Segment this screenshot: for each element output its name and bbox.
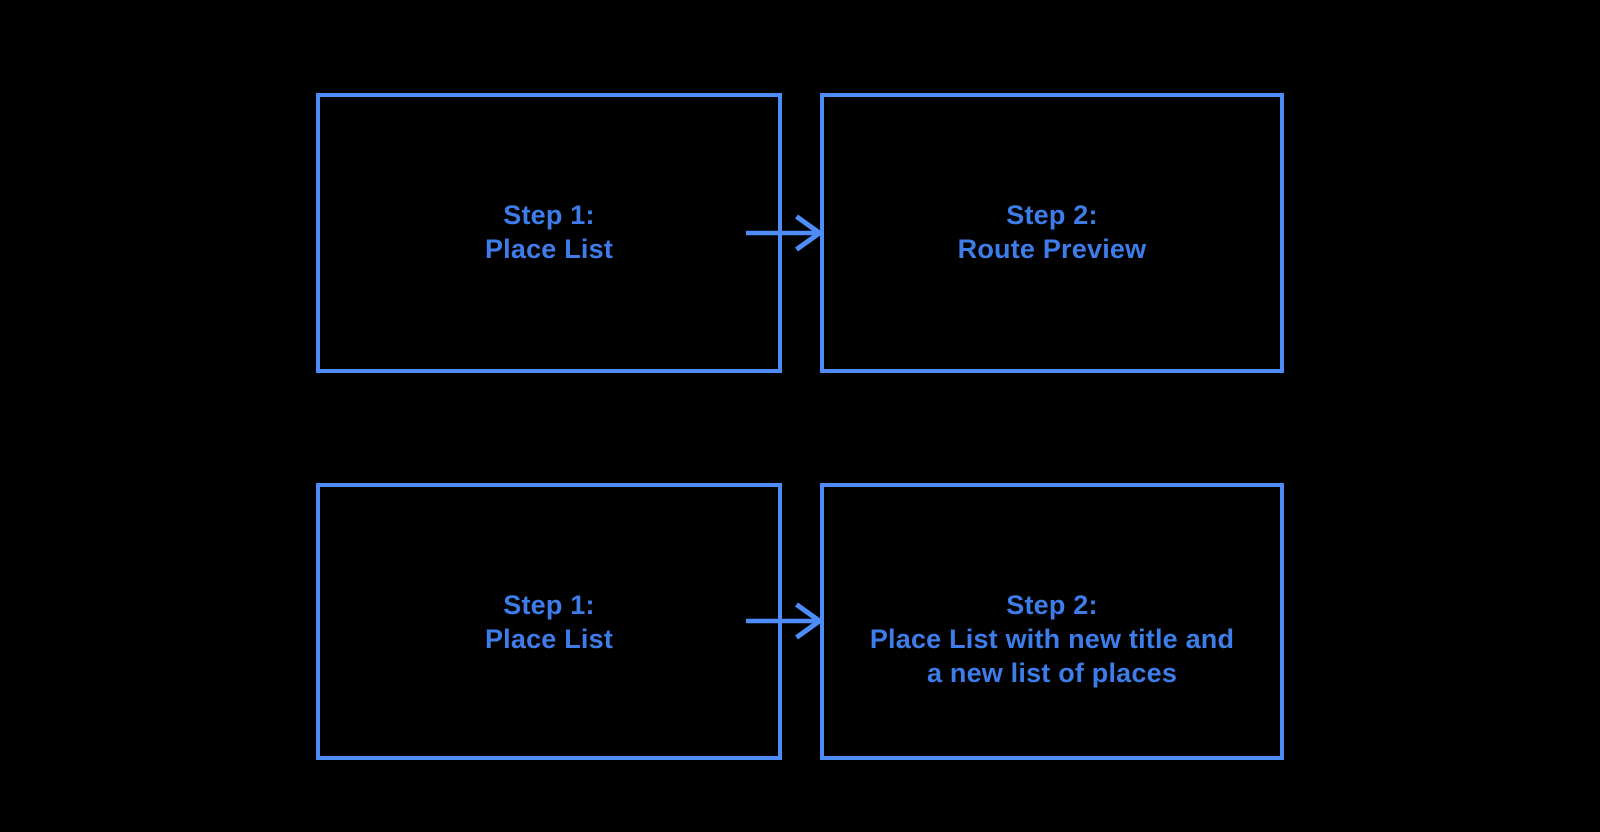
box-title-line: Step 1:: [503, 200, 595, 230]
box-title-line: a new list of places: [926, 658, 1178, 688]
flow-box-step1-place-list: Step 1: Place List: [316, 93, 782, 373]
box-title-line: Route Preview: [957, 234, 1147, 264]
box-title-line: Place List: [484, 624, 614, 654]
box-title-line: Place List with new title and: [869, 624, 1235, 654]
box-title-line: Step 2:: [1006, 590, 1098, 620]
flow-box-step1-place-list: Step 1: Place List: [316, 483, 782, 760]
box-title-line: Place List: [484, 234, 614, 264]
flow-box-step2-route-preview: Step 2: Route Preview: [820, 93, 1284, 373]
flow-box-step2-place-list-new: Step 2: Place List with new title and a …: [820, 483, 1284, 760]
box-title-line: Step 2:: [1006, 200, 1098, 230]
box-title-line: Step 1:: [503, 590, 595, 620]
